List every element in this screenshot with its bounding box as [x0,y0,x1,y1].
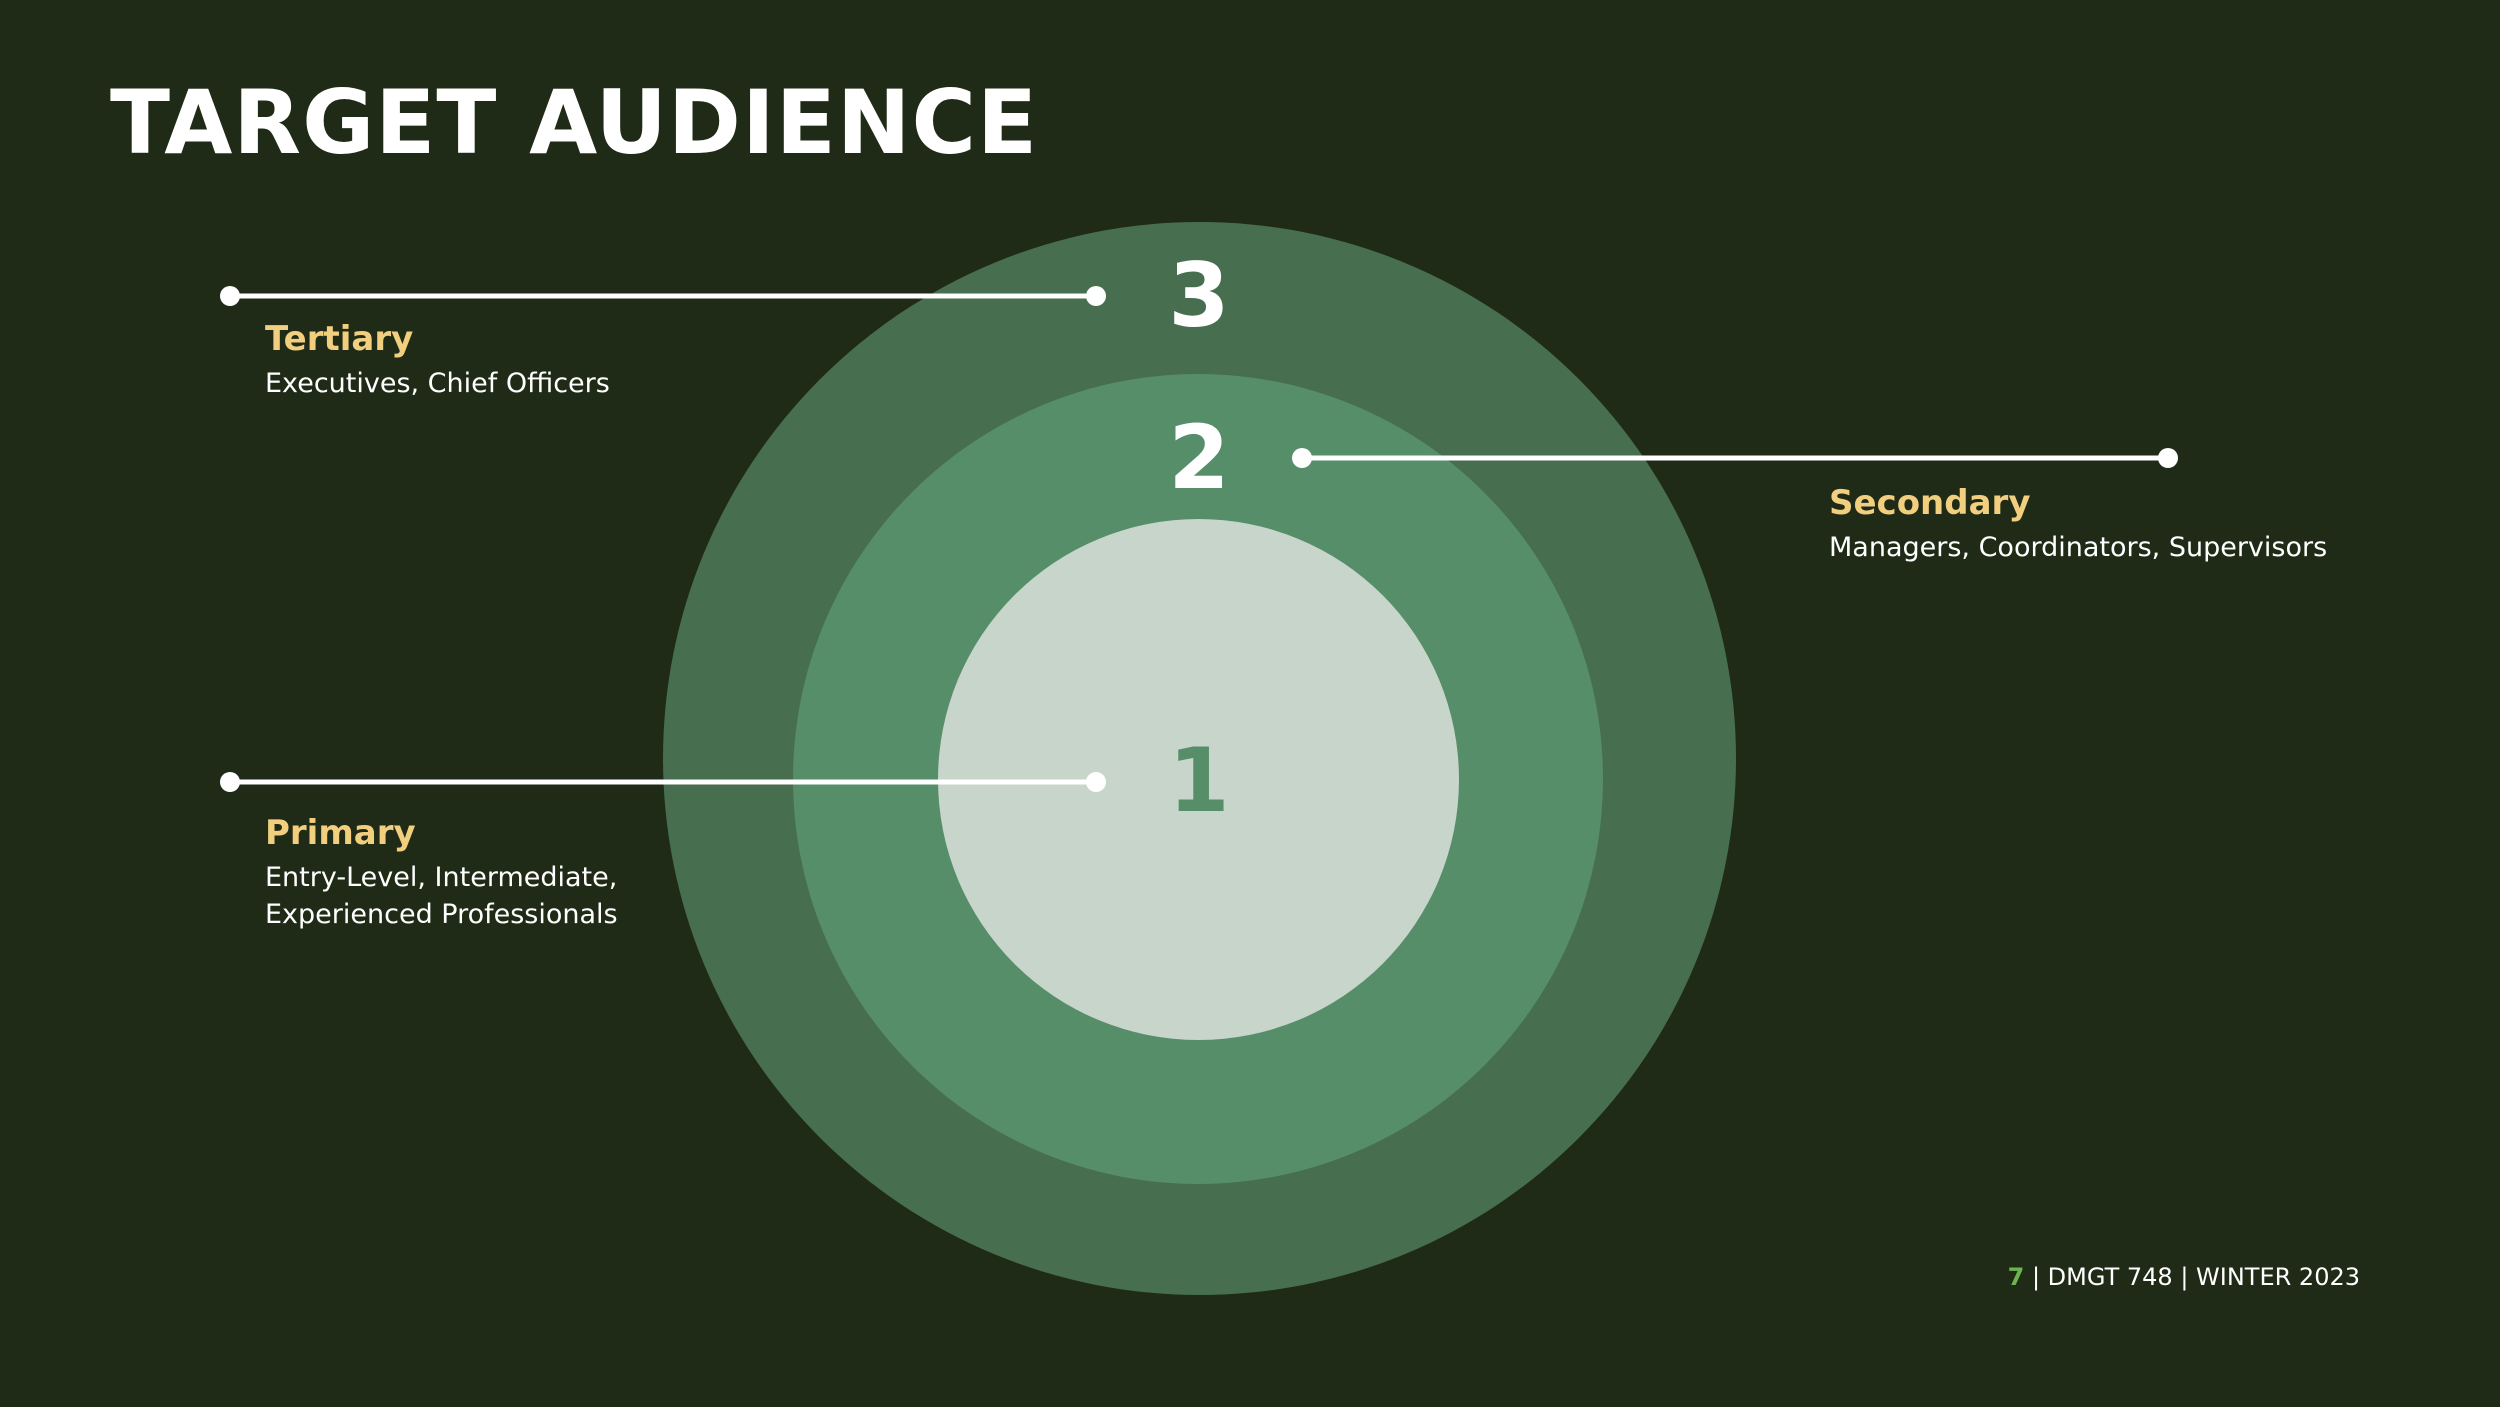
tertiary-leader-line [220,286,1106,306]
tertiary-label: Tertiary Executives, Chief Officers [265,318,610,402]
tertiary-leader-start-dot [220,286,240,306]
ring-number-2: 2 [1168,406,1230,509]
primary-leader-end-dot [1086,772,1106,792]
slide-title: TARGET AUDIENCE [110,71,1039,174]
slide-footer: 7 | DMGT 748 | WINTER 2023 [2008,1263,2360,1291]
primary-description-line-2: Experienced Professionals [265,898,618,930]
primary-label: Primary Entry-Level, Intermediate, Exper… [265,812,685,933]
primary-description-line-1: Entry-Level, Intermediate, [265,861,618,893]
secondary-description: Managers, Coordinators, Supervisors [1829,531,2328,563]
secondary-label: Secondary Managers, Coordinators, Superv… [1829,482,2327,566]
page-number: 7 [2007,1263,2025,1291]
ring-number-1: 1 [1168,729,1230,832]
primary-heading: Primary [265,813,416,853]
primary-leader-line [220,772,1106,792]
tertiary-description: Executives, Chief Officers [265,367,610,399]
secondary-heading: Secondary [1829,483,2031,523]
tertiary-leader-end-dot [1086,286,1106,306]
secondary-leader-start-dot [1292,448,1312,468]
ring-number-3: 3 [1168,244,1230,347]
secondary-leader-end-dot [2158,448,2178,468]
footer-course-info: | DMGT 748 | WINTER 2023 [2024,1263,2360,1291]
primary-description: Entry-Level, Intermediate, Experienced P… [265,859,685,934]
primary-leader-start-dot [220,772,240,792]
tertiary-heading: Tertiary [265,319,414,359]
secondary-leader-line [1292,448,2178,468]
